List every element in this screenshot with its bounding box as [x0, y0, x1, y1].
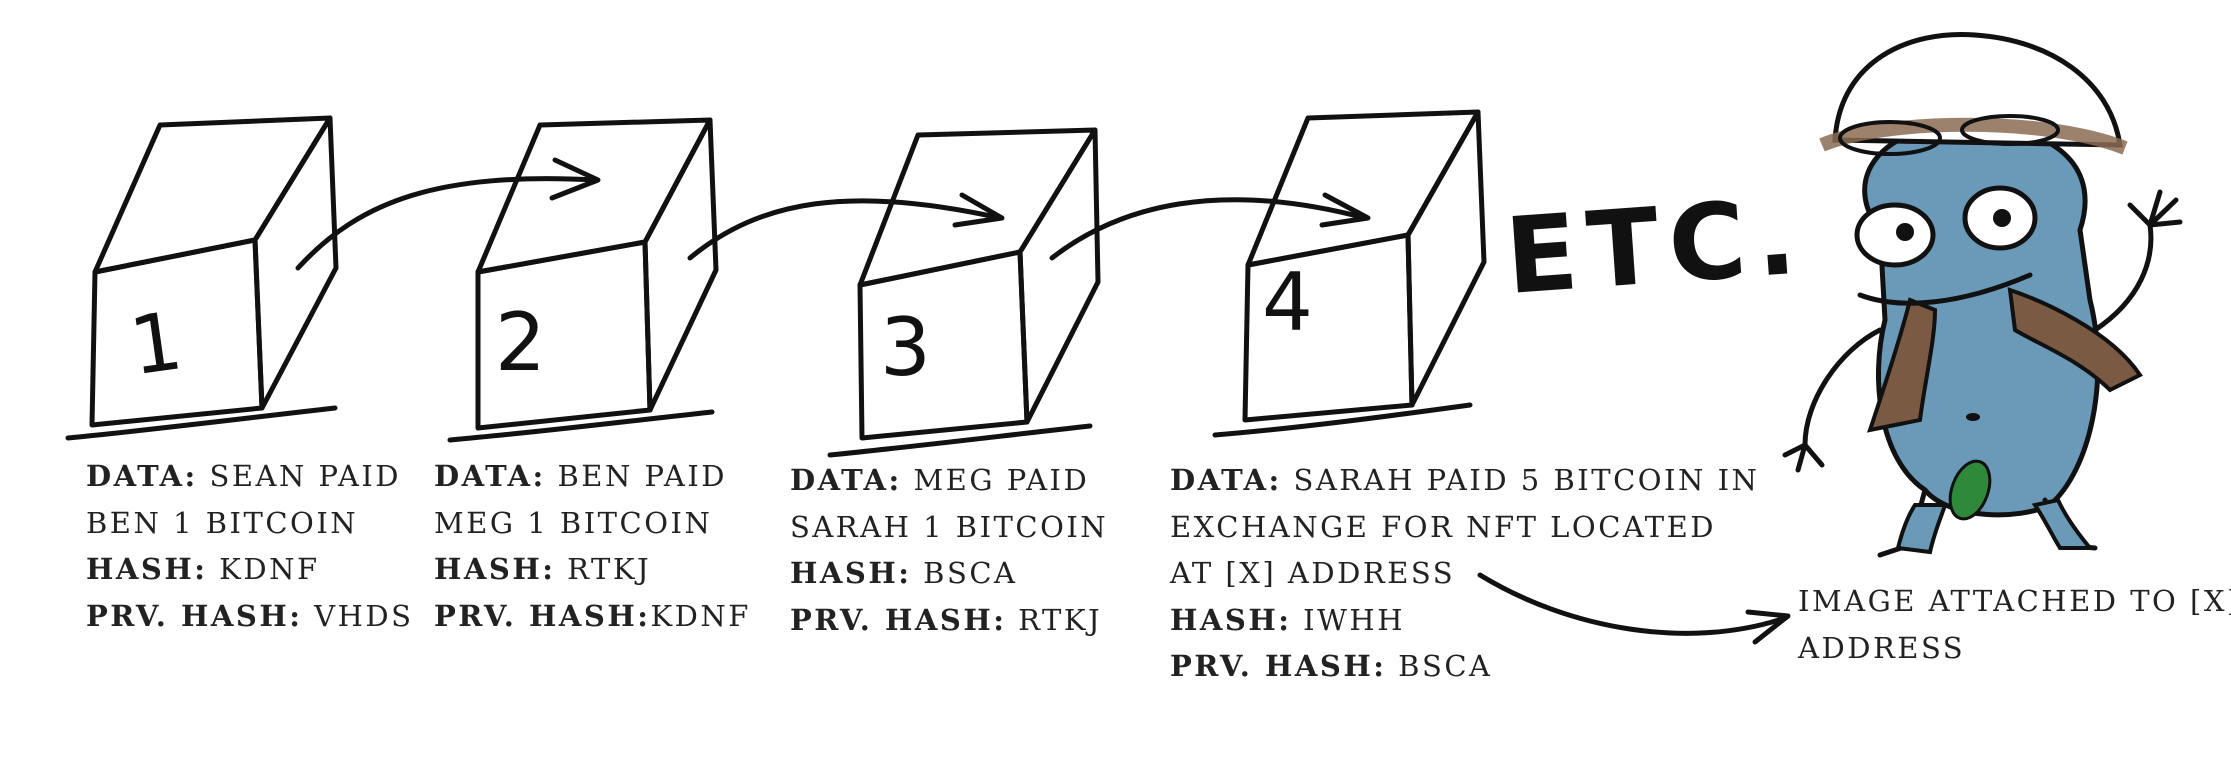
block-2-hash-key: HASH:: [434, 552, 556, 586]
note-line-1: IMAGE ATTACHED TO [X]: [1798, 584, 2231, 618]
arrow-3-to-4: [1049, 192, 1371, 261]
block-4-hash-value: IWHH: [1303, 602, 1406, 637]
block-1-prev-hash-value: VHDS: [314, 598, 414, 633]
arrow-to-image-note: [1477, 572, 1791, 645]
block-3-prev-hash-value: RTKJ: [1018, 602, 1103, 637]
arrow-1-to-2: [295, 157, 601, 271]
block-4-number: 4: [1262, 256, 1313, 349]
block-1-data-line-1: SEAN PAID: [209, 459, 402, 493]
block-3-hash-key: HASH:: [790, 556, 912, 590]
block-3-prev-hash-key: PRV. HASH:: [790, 602, 1007, 637]
block-2-cube: 2: [447, 117, 719, 443]
block-1-hash-value: KDNF: [219, 552, 320, 586]
block-3-data-key: DATA:: [790, 463, 902, 497]
block-4-data-line-3: AT [X] ADDRESS: [1170, 556, 1456, 590]
lizard-character-illustration: [1782, 31, 2183, 558]
block-4-prev-hash-value: BSCA: [1398, 649, 1493, 683]
block-2-prev-hash-value: KDNF: [650, 598, 751, 633]
block-3-info: DATA: MEG PAID SARAH 1 BITCOIN HASH: BSC…: [790, 457, 1108, 643]
block-1-number: 1: [124, 294, 187, 393]
block-4-hash-key: HASH:: [1170, 602, 1292, 637]
block-1-cube: 1: [65, 115, 339, 441]
block-2-number: 2: [495, 296, 546, 389]
block-2-data-key: DATA:: [434, 459, 546, 493]
block-3-number: 3: [880, 301, 931, 394]
block-4-data-line-1: SARAH PAID 5 BITCOIN IN: [1293, 463, 1760, 497]
block-3-hash-value: BSCA: [923, 556, 1018, 590]
arrow-2-to-3: [687, 192, 1005, 261]
block-1-data-key: DATA:: [86, 459, 198, 493]
block-1-data-line-2: BEN 1 BITCOIN: [86, 505, 359, 540]
block-4-data-line-2: EXCHANGE FOR NFT LOCATED: [1170, 509, 1717, 544]
block-4-data-key: DATA:: [1170, 463, 1282, 497]
block-3-data-line-1: MEG PAID: [913, 463, 1090, 497]
block-2-hash-value: RTKJ: [567, 552, 652, 586]
block-1-prev-hash-key: PRV. HASH:: [86, 598, 303, 633]
block-4-cube: 4: [1212, 109, 1487, 438]
block-2-data-line-2: MEG 1 BITCOIN: [434, 505, 713, 540]
note-line-2: ADDRESS: [1798, 630, 1966, 665]
etc-label: ETC.: [1502, 175, 1810, 318]
block-2-data-line-1: BEN PAID: [557, 459, 728, 493]
block-2-info: DATA: BEN PAID MEG 1 BITCOIN HASH: RTKJ …: [434, 453, 751, 639]
block-4-prev-hash-key: PRV. HASH:: [1170, 649, 1387, 683]
image-attached-note: IMAGE ATTACHED TO [X] ADDRESS: [1798, 578, 2231, 671]
block-1-hash-key: HASH:: [86, 552, 208, 586]
block-4-info: DATA: SARAH PAID 5 BITCOIN IN EXCHANGE F…: [1170, 457, 1759, 690]
block-2-prev-hash-key: PRV. HASH:: [434, 598, 651, 633]
block-3-data-line-2: SARAH 1 BITCOIN: [790, 509, 1109, 544]
block-1-info: DATA: SEAN PAID BEN 1 BITCOIN HASH: KDNF…: [86, 453, 414, 639]
block-3-cube: 3: [827, 127, 1101, 458]
